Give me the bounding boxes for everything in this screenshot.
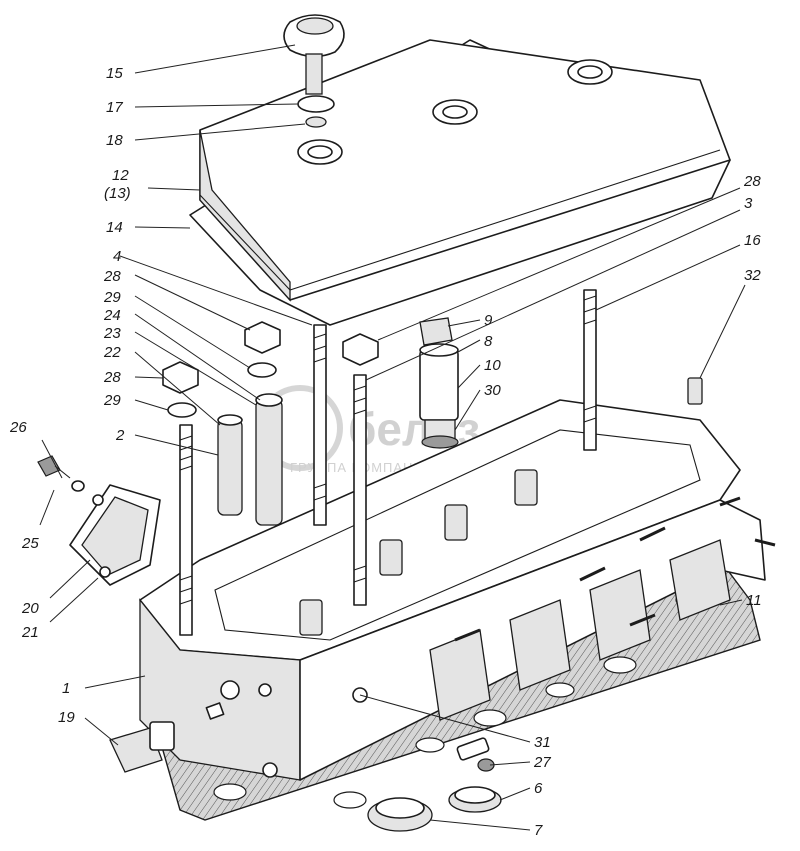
sensor-32 xyxy=(687,377,703,405)
callout-11: 11 xyxy=(746,592,762,609)
bolt-26 xyxy=(37,455,85,492)
callout-16: 16 xyxy=(744,232,761,249)
side-studs xyxy=(454,496,776,642)
bolt-27 xyxy=(456,737,495,772)
callout-10: 10 xyxy=(484,357,501,374)
callout-19: 19 xyxy=(58,709,75,726)
leader-lines xyxy=(39,44,746,831)
nut-28-lower xyxy=(162,361,199,418)
callout-1: 1 xyxy=(62,680,70,697)
ring-6 xyxy=(448,786,502,813)
plug-19 xyxy=(109,721,175,773)
ring-7 xyxy=(367,797,433,832)
callout-21: 21 xyxy=(21,624,39,641)
stud-3 xyxy=(353,374,367,606)
callout-7: 7 xyxy=(534,822,543,839)
callout-17: 17 xyxy=(106,99,123,116)
bushing-22 xyxy=(217,414,243,516)
nut-28-upper xyxy=(244,321,281,378)
washer-18 xyxy=(305,116,327,128)
callout-20: 20 xyxy=(21,600,39,617)
nut-28-right xyxy=(342,333,379,366)
bushing-23 xyxy=(255,393,283,526)
callout-labels: 15 17 18 12 (13) 14 4 28 29 24 23 22 28 … xyxy=(9,65,762,839)
callout-12: 12 xyxy=(112,167,129,184)
callout-25: 25 xyxy=(21,535,39,552)
callout-28-right: 28 xyxy=(743,173,761,190)
stud-16 xyxy=(583,289,597,451)
callout-18: 18 xyxy=(106,132,123,149)
tube-assembly xyxy=(419,317,459,449)
callout-27: 27 xyxy=(533,754,551,771)
callout-4: 4 xyxy=(113,248,121,265)
callout-6: 6 xyxy=(534,780,543,797)
side-ports xyxy=(429,539,731,721)
callout-14: 14 xyxy=(106,219,123,236)
callout-3: 3 xyxy=(744,195,753,212)
callout-13: (13) xyxy=(104,185,131,202)
stud-2 xyxy=(179,424,193,636)
side-cover-plate xyxy=(69,484,161,586)
callout-31: 31 xyxy=(534,734,551,751)
callout-32: 32 xyxy=(744,267,761,284)
callout-9: 9 xyxy=(484,312,493,329)
callout-23: 23 xyxy=(103,325,121,342)
callout-8: 8 xyxy=(484,333,493,350)
callout-29-lower: 29 xyxy=(103,392,121,409)
callout-24: 24 xyxy=(103,307,121,324)
callout-28-upper: 28 xyxy=(103,268,121,285)
callout-29-upper: 29 xyxy=(103,289,121,306)
rocker-cover xyxy=(189,39,731,326)
callout-15: 15 xyxy=(106,65,123,82)
callout-30: 30 xyxy=(484,382,501,399)
callout-26: 26 xyxy=(9,419,27,436)
washer-17 xyxy=(297,95,335,113)
cylinder-head xyxy=(139,399,766,781)
callout-28-lower: 28 xyxy=(103,369,121,386)
cover-knob-15 xyxy=(283,14,345,95)
rocker-pedestals xyxy=(299,469,538,636)
callout-2: 2 xyxy=(115,427,125,444)
stud-4 xyxy=(313,324,327,526)
callout-22: 22 xyxy=(103,344,121,361)
